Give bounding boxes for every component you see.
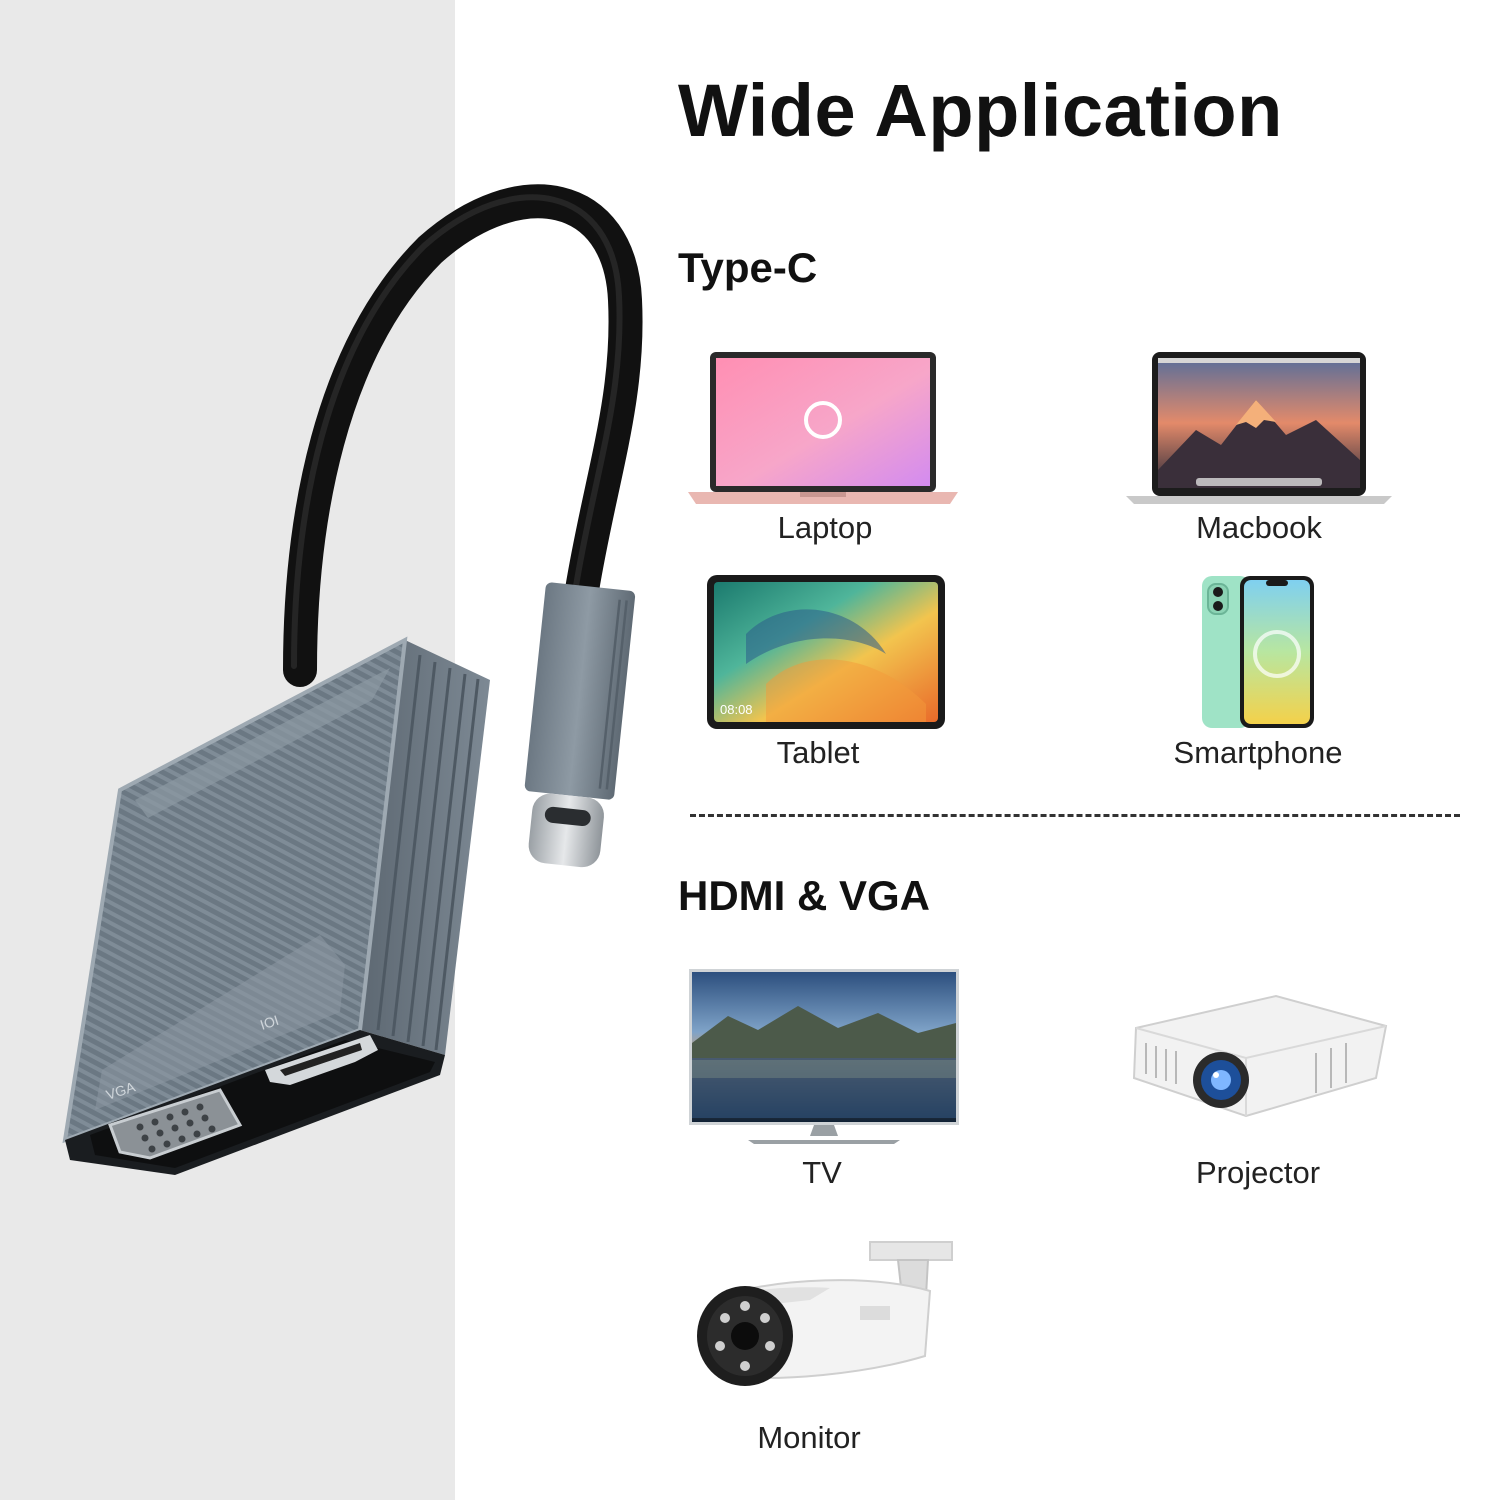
- macbook-icon: [1126, 352, 1392, 504]
- device-label-monitor: Monitor: [757, 1420, 861, 1455]
- hdmi-port-label: IOI: [258, 1012, 281, 1033]
- section-heading-type-c: Type-C: [678, 244, 818, 291]
- page-title: Wide Application: [678, 69, 1283, 152]
- device-label-smartphone: Smartphone: [1173, 735, 1343, 770]
- device-tv: [688, 968, 960, 1153]
- device-smartphone: [1200, 574, 1316, 735]
- device-monitor: [690, 1236, 960, 1403]
- device-tablet: 08:08: [706, 574, 946, 735]
- device-label-macbook: Macbook: [1196, 510, 1322, 545]
- device-macbook: [1126, 350, 1392, 510]
- device-label-tablet: Tablet: [776, 735, 860, 770]
- projector-icon: [1132, 994, 1388, 1118]
- security-camera-icon: [697, 1241, 953, 1386]
- section-divider: [690, 814, 1460, 817]
- device-label-laptop: Laptop: [777, 510, 873, 545]
- laptop-icon: [688, 352, 958, 504]
- device-label-tv: TV: [802, 1155, 842, 1190]
- tv-icon: [689, 969, 959, 1144]
- section-heading-hdmi-vga: HDMI & VGA: [678, 872, 930, 919]
- device-label-projector: Projector: [1195, 1155, 1321, 1190]
- device-projector: [1126, 988, 1392, 1123]
- tablet-icon: 08:08: [707, 575, 945, 729]
- device-laptop: [688, 350, 958, 510]
- adapter-product-image: VGA IOI: [62, 184, 643, 1175]
- smartphone-icon: [1202, 576, 1314, 728]
- tablet-clock: 08:08: [720, 702, 753, 717]
